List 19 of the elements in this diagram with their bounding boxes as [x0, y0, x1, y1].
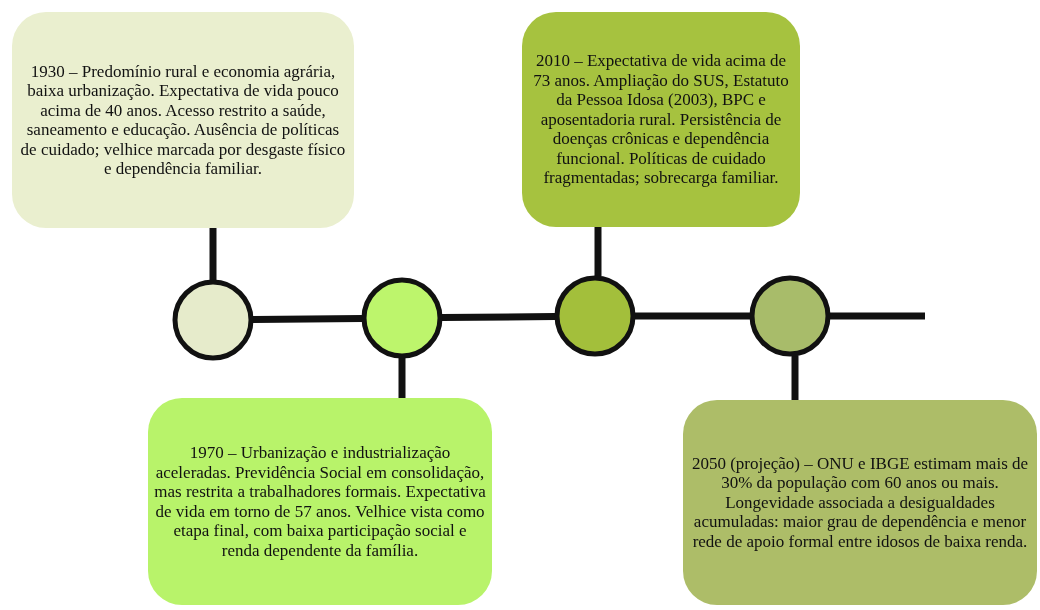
timeline-card: [12, 12, 354, 228]
timeline-circle: [554, 275, 636, 357]
connector-line: [252, 314, 363, 324]
timeline-card: [148, 398, 492, 605]
event-text: 2050 (projeção) – ONU e IBGE estimam mais de 30% da população com 60 anos ou mais. Longevidade associada a desigualdades acumuladas: maior grau de dependência e menor rede de apoio formal entre idosos de baixa renda.: [690, 453, 1030, 552]
connector-line: [594, 227, 602, 276]
timeline-card: [683, 400, 1037, 605]
timeline-circle: [172, 279, 254, 361]
connector-line: [441, 312, 556, 322]
connector-line: [398, 358, 406, 398]
connector-line: [791, 356, 799, 400]
timeline-card: [522, 12, 800, 227]
timeline-circle: [361, 277, 443, 359]
timeline-circle: [749, 275, 831, 357]
connector-line: [209, 228, 217, 280]
event-text: 1970 – Urbanização e industrialização aceleradas. Previdência Social em consolidação, mas restrita a trabalhadores formais. Expectativa de vida em torno de 57 anos. Velhice vista como etapa final, com baixa participação social e renda dependente da família.: [154, 443, 486, 560]
connector-line: [635, 312, 750, 320]
event-text: 1930 – Predomínio rural e economia agrária, baixa urbanização. Expectativa de vida pouco acima de 40 anos. Acesso restrito a saúde, saneamento e educação. Ausência de políticas de cuidado; velhice marcada por desgaste físico e dependência familiar.: [19, 61, 347, 179]
event-text: 2010 – Expectativa de vida acima de 73 anos. Ampliação do SUS, Estatuto da Pessoa Idosa (2003), BPC e aposentadoria rural. Persistência de doenças crônicas e dependência funcional. Políticas de cuidado fragmentadas; sobrecarga familiar.: [532, 51, 790, 188]
